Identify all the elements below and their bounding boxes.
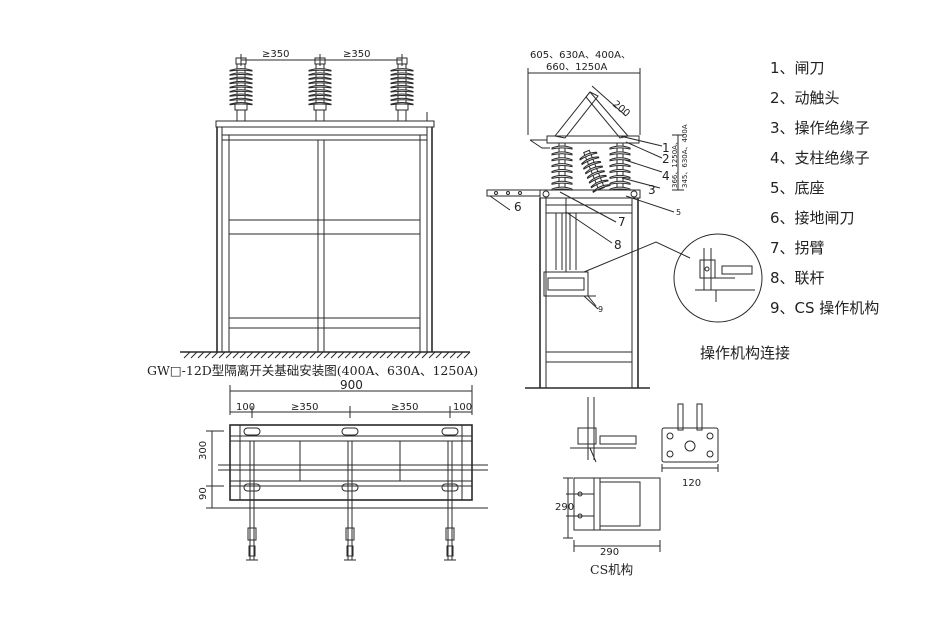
legend-item-2: 2、动触头 (770, 89, 840, 107)
side-height-dim-line2: 345、630A、400A (681, 124, 689, 188)
front-gap-right-label: ≥350 (343, 49, 370, 60)
legend-item-5: 5、底座 (770, 179, 825, 197)
side-operating-insulator (579, 149, 611, 194)
plan-edge-left-label: 100 (236, 402, 255, 413)
callout-5: 5 (676, 208, 681, 217)
front-gap-left-label: ≥350 (262, 49, 289, 60)
side-base (539, 189, 641, 199)
side-height-dim-line1: 366、1250A、 (671, 138, 679, 188)
cs-elevation (570, 397, 637, 463)
cs-dim-290-vertical: 290 (555, 502, 574, 513)
legend-item-1: 1、闸刀 (770, 59, 825, 77)
callout-6: 6 (514, 200, 522, 214)
main-caption: GW□-12D型隔离开关基础安装图(400A、630A、1250A) (147, 363, 478, 378)
legend-item-6: 6、接地闸刀 (770, 209, 855, 227)
insulator-middle (308, 54, 332, 121)
legend-item-9: 9、CS 操作机构 (770, 299, 879, 317)
side-blade-assembly: 200 (529, 85, 640, 149)
side-top-dim-line2: 660、1250A (546, 62, 608, 73)
cs-plan: 290 290 (555, 477, 661, 558)
plan-view: 900 100 ≥350 ≥350 100 300 90 (198, 378, 488, 561)
cs-caption: CS机构 (590, 562, 633, 577)
side-post-insulator-right (609, 142, 631, 191)
side-post-insulator-left (551, 142, 573, 191)
cs-front-panel: 120 (661, 403, 719, 489)
legend-item-8: 8、联杆 (770, 269, 825, 287)
front-view: ≥350 ≥350 GW□-12D型隔离开关基础安装图(400A、 (147, 49, 478, 378)
side-view: 605、630A、400A、 660、1250A 200 366、1250A、 … (486, 50, 691, 389)
callout-2: 2 (662, 152, 670, 166)
plan-gap-right-label: ≥350 (391, 402, 418, 413)
side-callout-leaders (559, 135, 691, 310)
parts-legend: 1、闸刀 2、动触头 3、操作绝缘子 4、支柱绝缘子 5、底座 6、接地闸刀 7… (770, 59, 879, 317)
plan-offset-label: 90 (198, 487, 209, 500)
plan-mounting-slots (243, 427, 459, 492)
side-cs-mechanism (543, 271, 597, 307)
side-top-dim-line1: 605、630A、400A、 (530, 50, 631, 61)
insulator-right (390, 54, 414, 121)
callout-7: 7 (618, 215, 626, 229)
callout-3: 3 (648, 183, 656, 197)
cs-dim-120: 120 (682, 478, 701, 489)
front-top-plate (215, 120, 435, 128)
plan-depth-label: 300 (198, 441, 209, 460)
insulator-left (229, 54, 253, 121)
plan-gap-left-label: ≥350 (291, 402, 318, 413)
plan-frame (218, 424, 488, 509)
callout-8: 8 (614, 238, 622, 252)
plan-edge-right-label: 100 (453, 402, 472, 413)
cs-mechanism-views: 120 290 290 CS机构 (555, 397, 719, 577)
cs-dim-290-horizontal: 290 (600, 547, 619, 558)
operating-connection-detail: 操作机构连接 (673, 233, 790, 362)
callout-4: 4 (662, 169, 670, 183)
side-blade-dim: 200 (610, 99, 632, 120)
side-earthing-blade (486, 189, 541, 211)
legend-item-4: 4、支柱绝缘子 (770, 149, 870, 167)
plan-linkage-rods (246, 441, 456, 561)
legend-item-7: 7、拐臂 (770, 239, 825, 257)
side-support-frame (539, 198, 639, 388)
callout-1: 1 (662, 141, 670, 155)
plan-overall-label: 900 (340, 378, 363, 392)
front-frame (216, 127, 433, 352)
front-ground-hatch (183, 351, 471, 359)
callout-9: 9 (598, 305, 603, 314)
legend-item-3: 3、操作绝缘子 (770, 119, 870, 137)
detail-caption: 操作机构连接 (700, 344, 790, 362)
